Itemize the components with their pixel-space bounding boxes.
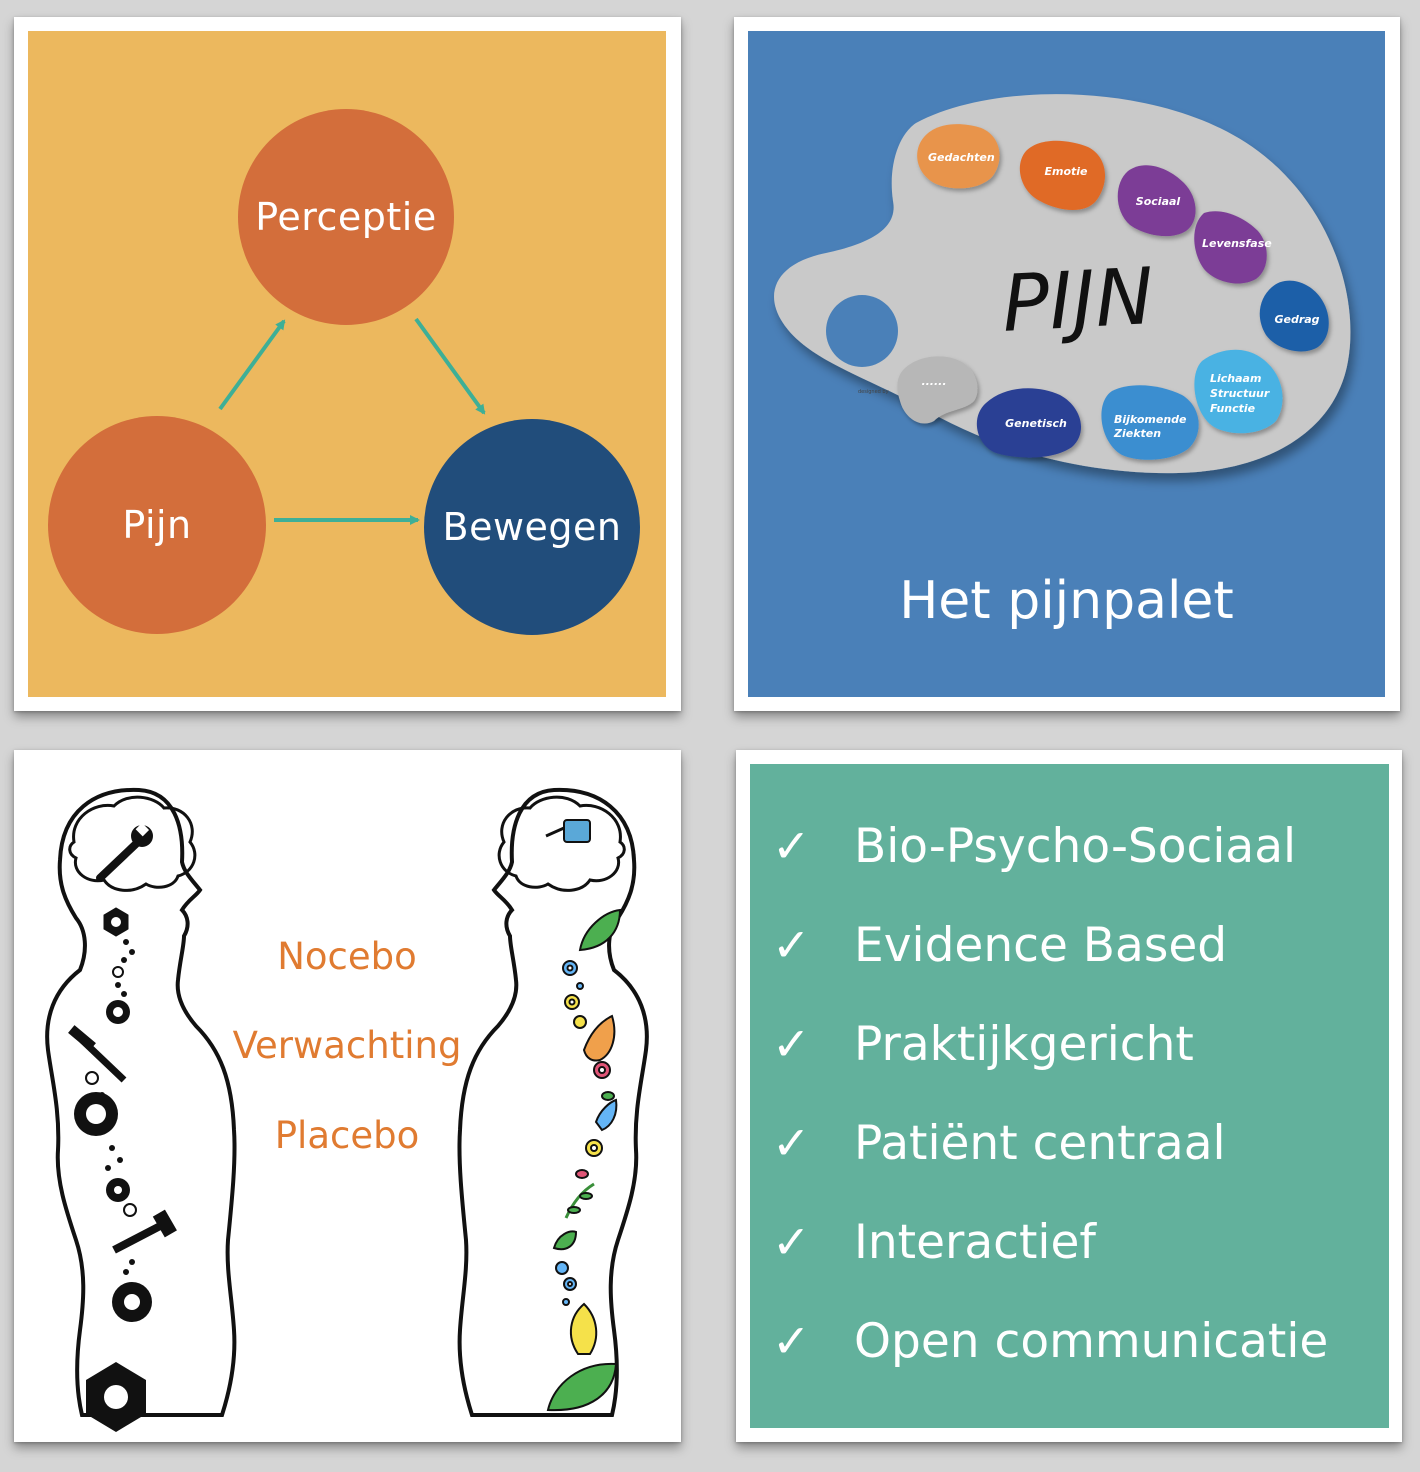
right-body-outline — [457, 787, 649, 1417]
word-nocebo: Nocebo — [277, 935, 417, 978]
palette-title: PIJN — [1000, 252, 1156, 350]
word-placebo: Placebo — [274, 1114, 420, 1157]
blob-gedachten — [917, 124, 1000, 189]
blob-label-gedrag: Gedrag — [1274, 313, 1320, 326]
panel-pijnpalet: PIJN designed by Gedachten Emotie Sociaa… — [734, 17, 1400, 711]
blob-sociaal — [1117, 165, 1196, 237]
blob-label-emotie: Emotie — [1044, 165, 1088, 178]
palette-credit: designed by — [858, 389, 889, 395]
blob-genetisch — [976, 388, 1082, 458]
watering-can-icon — [545, 819, 591, 843]
panel-checklist: ✓ Bio-Psycho-Sociaal ✓ Evidence Based ✓ … — [736, 750, 1402, 1442]
panel2-background: PIJN designed by Gedachten Emotie Sociaa… — [748, 31, 1385, 697]
panel4-background: ✓ Bio-Psycho-Sociaal ✓ Evidence Based ✓ … — [750, 764, 1389, 1428]
panel1-background: Perceptie Pijn Bewegen — [28, 31, 666, 697]
blob-label-lichaam: Lichaam Structuur Functie — [1210, 372, 1270, 415]
arrow-perceptie-to-bewegen — [414, 317, 486, 415]
panel2-title: Het pijnpalet — [899, 571, 1234, 631]
check-item-label: Open communicatie — [854, 1314, 1329, 1369]
blob-emotie — [1019, 140, 1106, 211]
blob-label-bijkomende-ziekten: Bijkomende Ziekten — [1114, 413, 1187, 440]
panel-pain-perception-movement: Perceptie Pijn Bewegen — [14, 17, 681, 711]
check-item: ✓ Praktijkgericht — [772, 1017, 1328, 1116]
node-bewegen: Bewegen — [424, 419, 640, 635]
palette-illustration: PIJN designed by — [774, 94, 1351, 474]
checkmark-icon: ✓ — [772, 1017, 811, 1071]
blob-gedrag — [1259, 280, 1329, 352]
check-item: ✓ Bio-Psycho-Sociaal — [772, 819, 1328, 918]
node-pijn-label: Pijn — [122, 503, 192, 547]
blob-more — [897, 356, 978, 424]
check-item-label: Evidence Based — [854, 918, 1228, 973]
checkmark-icon: ✓ — [772, 918, 811, 972]
blob-label-more: ...... — [921, 375, 947, 388]
blob-label-genetisch: Genetisch — [1005, 417, 1067, 430]
check-item-label: Praktijkgericht — [854, 1017, 1194, 1072]
panel-nocebo-placebo: Nocebo Verwachting Placebo — [14, 750, 681, 1442]
checkmark-icon: ✓ — [772, 1116, 811, 1170]
node-pijn: Pijn — [48, 416, 266, 634]
blob-label-levensfase: Levensfase — [1202, 237, 1272, 250]
right-brain-outline — [497, 795, 626, 892]
node-perceptie-label: Perceptie — [255, 195, 437, 239]
word-verwachting: Verwachting — [232, 1024, 462, 1067]
blob-lichaam — [1194, 349, 1283, 434]
check-item: ✓ Patiënt centraal — [772, 1116, 1328, 1215]
silhouettes-illustration — [45, 787, 649, 1432]
arrow-pijn-to-perceptie — [218, 319, 286, 411]
left-body-outline — [45, 787, 237, 1417]
checklist: ✓ Bio-Psycho-Sociaal ✓ Evidence Based ✓ … — [772, 819, 1328, 1413]
blob-label-gedachten: Gedachten — [928, 151, 995, 164]
blob-bijkomende-ziekten — [1101, 385, 1199, 460]
check-item: ✓ Interactief — [772, 1215, 1328, 1314]
check-item-label: Bio-Psycho-Sociaal — [854, 819, 1297, 874]
left-spine-mechanical — [68, 907, 177, 1432]
checkmark-icon: ✓ — [772, 1314, 811, 1368]
left-brain-outline — [68, 795, 197, 892]
check-item: ✓ Open communicatie — [772, 1314, 1328, 1413]
check-item-label: Patiënt centraal — [854, 1116, 1226, 1171]
palette-thumb-hole — [826, 295, 898, 367]
wrench-icon — [96, 822, 153, 882]
check-item: ✓ Evidence Based — [772, 918, 1328, 1017]
check-item-label: Interactief — [854, 1215, 1096, 1270]
right-spine-nature — [546, 908, 622, 1412]
checkmark-icon: ✓ — [772, 1215, 811, 1269]
checkmark-icon: ✓ — [772, 819, 811, 873]
blob-levensfase — [1194, 211, 1267, 284]
node-perceptie: Perceptie — [238, 109, 454, 325]
arrows-layer — [218, 317, 486, 525]
blob-label-sociaal: Sociaal — [1135, 195, 1181, 208]
node-bewegen-label: Bewegen — [442, 505, 622, 549]
